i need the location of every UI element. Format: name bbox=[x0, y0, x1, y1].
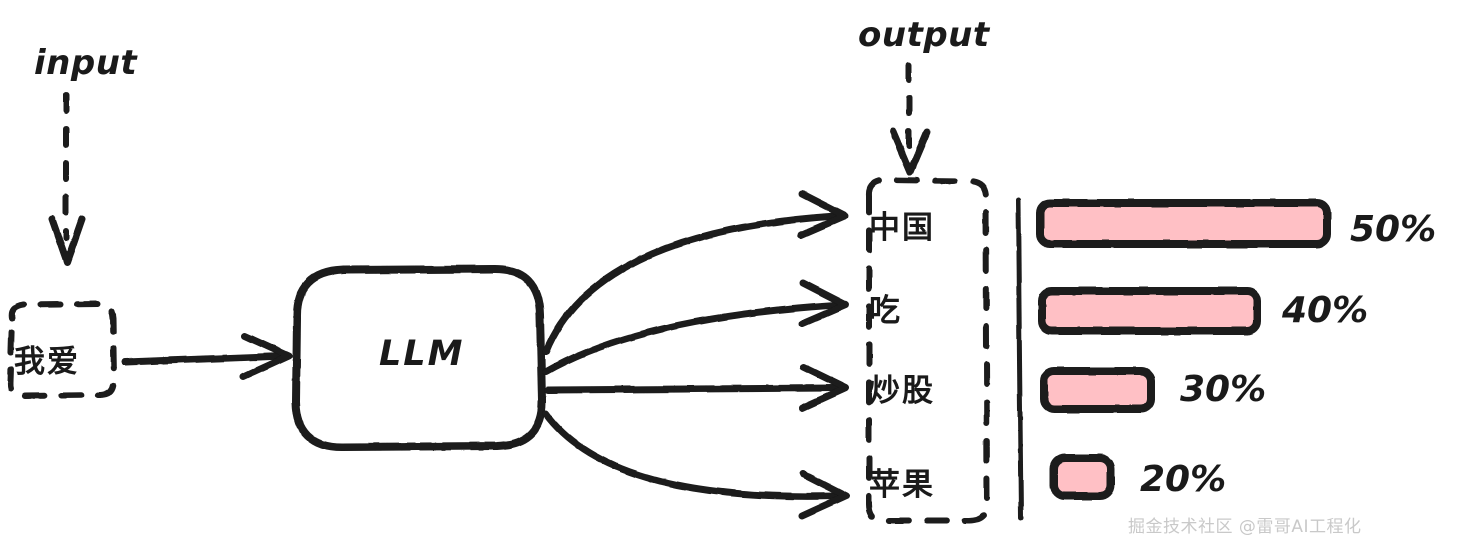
percent-label-1: 40% bbox=[1282, 290, 1369, 331]
output-token-0: 中国 bbox=[869, 210, 935, 246]
output-arrow-dashed bbox=[889, 62, 931, 176]
output-label: output bbox=[858, 15, 990, 55]
output-token-2: 炒股 bbox=[869, 373, 935, 409]
bar-2 bbox=[1040, 367, 1155, 413]
llm-label: LLM bbox=[379, 334, 465, 374]
llm-to-output-arrows bbox=[542, 190, 850, 520]
input-arrow-dashed bbox=[48, 92, 86, 266]
bar-0 bbox=[1036, 199, 1331, 248]
bar-3 bbox=[1050, 454, 1115, 500]
percent-label-3: 20% bbox=[1140, 459, 1227, 500]
input-box bbox=[6, 301, 118, 399]
llm-box bbox=[292, 265, 547, 451]
watermark: 掘金技术社区 @雷哥AI工程化 bbox=[1128, 517, 1362, 537]
output-token-1: 吃 bbox=[869, 293, 902, 329]
input-token-label: 我爱 bbox=[14, 344, 80, 380]
probability-bars bbox=[1036, 199, 1331, 500]
percent-label-2: 30% bbox=[1180, 369, 1267, 410]
vertical-divider bbox=[1015, 197, 1024, 521]
input-to-llm-arrow bbox=[121, 332, 293, 381]
percent-label-0: 50% bbox=[1350, 209, 1437, 250]
output-box bbox=[865, 177, 990, 524]
bar-1 bbox=[1038, 287, 1261, 335]
output-token-3: 苹果 bbox=[869, 467, 935, 503]
input-label: input bbox=[34, 43, 138, 83]
